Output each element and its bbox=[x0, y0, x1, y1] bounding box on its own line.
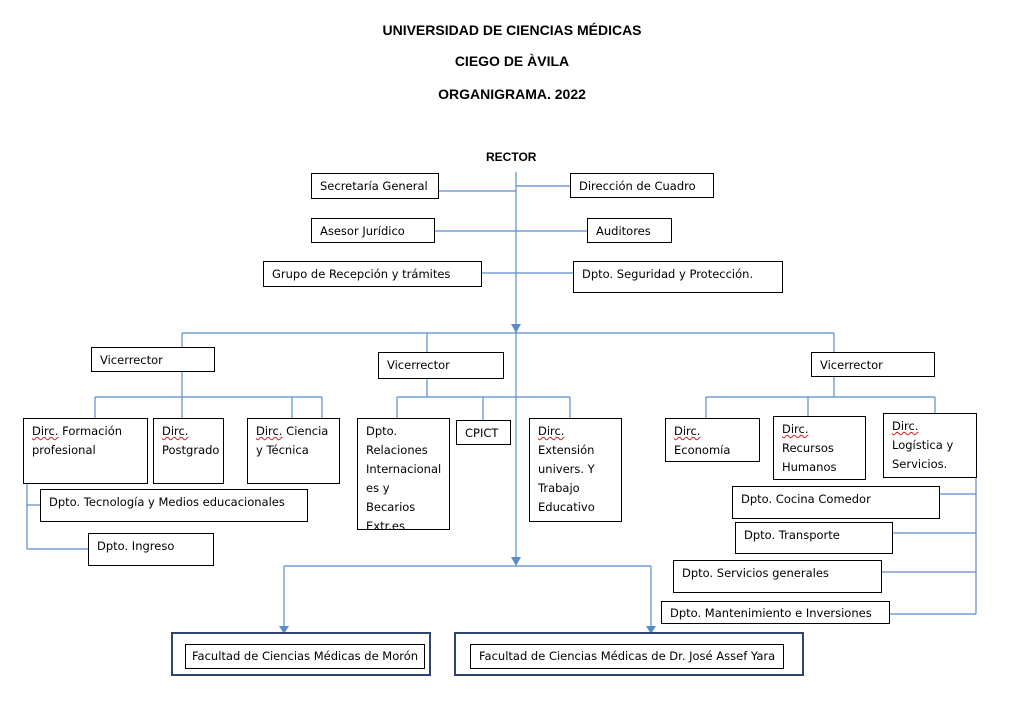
vicerrector-left-box: Vicerrector bbox=[91, 347, 215, 372]
dirc-recursos-box: Dirc. Recursos Humanos bbox=[773, 416, 866, 480]
dirc-formacion-box: Dirc. Formación profesional bbox=[23, 418, 148, 484]
vicerrector-right-box: Vicerrector bbox=[811, 352, 935, 377]
dirc-ciencia-box: Dirc. Ciencia y Técnica bbox=[247, 418, 340, 484]
secretaria-general-box: Secretaría General bbox=[311, 173, 439, 199]
asesor-juridico-box: Asesor Jurídico bbox=[311, 218, 435, 243]
formacion-label: Formación profesional bbox=[32, 424, 123, 457]
dirc-label: Dirc. bbox=[162, 424, 189, 438]
economia-label: Economía bbox=[674, 443, 731, 457]
facultad-moron-box: Facultad de Ciencias Médicas de Morón bbox=[171, 632, 431, 676]
recursos-label: Recursos Humanos bbox=[782, 441, 837, 474]
dirc-postgrado-box: Dirc. Postgrado bbox=[153, 418, 224, 484]
title-city: CIEGO DE ÀVILA bbox=[454, 53, 570, 69]
ciencia-label: Ciencia y Técnica bbox=[256, 424, 329, 457]
recepcion-tramites-box: Grupo de Recepción y trámites bbox=[263, 261, 482, 287]
facultad-assef-box: Facultad de Ciencias Médicas de Dr. José… bbox=[454, 632, 804, 676]
auditores-box: Auditores bbox=[587, 218, 672, 243]
dirc-label: Dirc. bbox=[538, 424, 565, 438]
postgrado-label: Postgrado bbox=[162, 443, 220, 457]
mantenimiento-box: Dpto. Mantenimiento e Inversiones bbox=[661, 601, 890, 624]
direccion-cuadro-box: Dirección de Cuadro bbox=[570, 173, 714, 198]
dirc-label: Dirc. bbox=[892, 419, 919, 433]
servicios-generales-box: Dpto. Servicios generales bbox=[673, 560, 882, 593]
cocina-comedor-box: Dpto. Cocina Comedor bbox=[732, 486, 940, 519]
dirc-label: Dirc. bbox=[782, 422, 809, 436]
logistica-label: Logística y Servicios. bbox=[892, 438, 954, 471]
title-organigram: ORGANIGRAMA. 2022 bbox=[438, 86, 586, 102]
title-university: UNIVERSIDAD DE CIENCIAS MÉDICAS bbox=[382, 22, 642, 38]
facultad-moron-label: Facultad de Ciencias Médicas de Morón bbox=[185, 644, 426, 669]
rector-label: RECTOR bbox=[486, 150, 537, 164]
dirc-label: Dirc. bbox=[256, 424, 283, 438]
relaciones-box: Dpto. Relaciones Internacional es y Beca… bbox=[357, 418, 450, 533]
dirc-logistica-box: Dirc. Logística y Servicios. bbox=[883, 413, 977, 478]
ingreso-box: Dpto. Ingreso bbox=[88, 533, 214, 566]
tecnologia-box: Dpto. Tecnología y Medios educacionales bbox=[40, 489, 308, 522]
dirc-extension-box: Dirc. Extensión univers. Y Trabajo Educat… bbox=[529, 418, 622, 522]
dirc-label: Dirc. bbox=[674, 424, 701, 438]
transporte-box: Dpto. Transporte bbox=[735, 522, 893, 554]
vicerrector-middle-box: Vicerrector bbox=[378, 352, 504, 379]
extension-label: Extensión univers. Y Trabajo Educativo bbox=[538, 443, 595, 514]
facultad-assef-label: Facultad de Ciencias Médicas de Dr. José… bbox=[470, 644, 785, 669]
cpict-box: CPICT bbox=[456, 420, 511, 445]
seguridad-proteccion-box: Dpto. Seguridad y Protección. bbox=[573, 261, 783, 293]
dirc-label: Dirc. bbox=[32, 424, 59, 438]
dirc-economia-box: Dirc. Economía bbox=[665, 418, 760, 462]
